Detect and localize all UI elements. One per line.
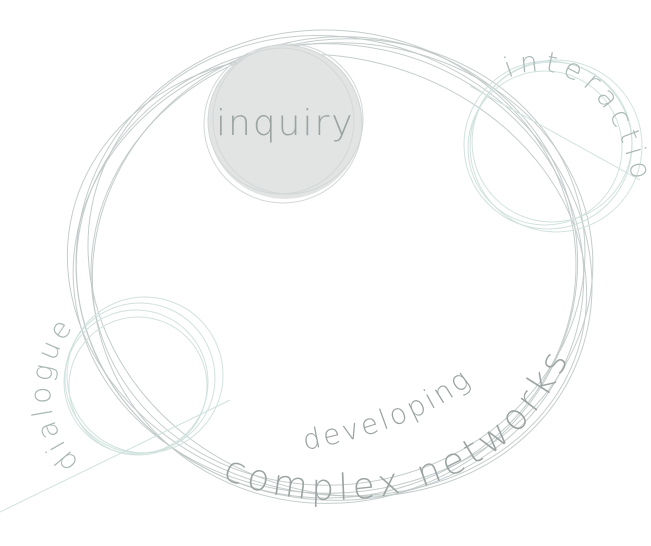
dialogue-node: dialogue	[0, 296, 231, 513]
inquiry-node: inquiry	[203, 43, 364, 204]
inquiry-label: inquiry	[216, 103, 355, 144]
dialogue-label: dialogue	[24, 310, 85, 480]
